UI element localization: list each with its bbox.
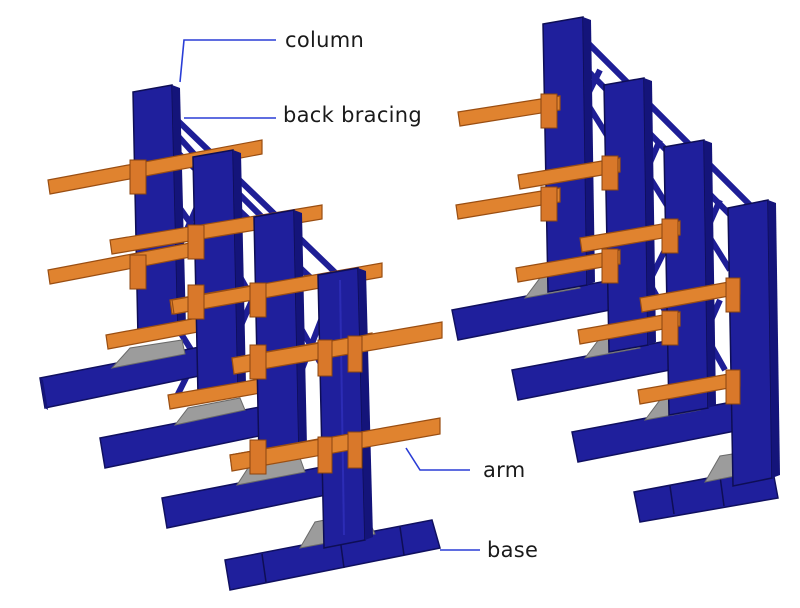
- label-arm: arm: [483, 458, 526, 482]
- right-rack: [451, 16, 780, 523]
- left-rack: [39, 84, 443, 591]
- arm-leader: [405, 447, 470, 471]
- right-column-1-arms: [455, 95, 561, 220]
- label-column: column: [285, 28, 364, 52]
- label-back-bracing: back bracing: [283, 103, 422, 127]
- right-column-4: [727, 199, 780, 487]
- right-rack-arm-brackets: [540, 93, 741, 405]
- right-column-3-arms: [577, 220, 681, 345]
- leader-lines: [179, 39, 480, 551]
- left-column-4-arms: [229, 321, 443, 472]
- left-column-4: [317, 267, 373, 549]
- callout-labels: column back bracing arm base: [283, 28, 538, 562]
- right-column-2-arms: [515, 157, 621, 283]
- right-column-3: [663, 139, 716, 416]
- label-base: base: [487, 538, 538, 562]
- right-column-2: [603, 77, 656, 353]
- left-column-3: [253, 209, 307, 459]
- left-rack-arm-brackets: [129, 159, 363, 475]
- column-leader: [179, 39, 276, 83]
